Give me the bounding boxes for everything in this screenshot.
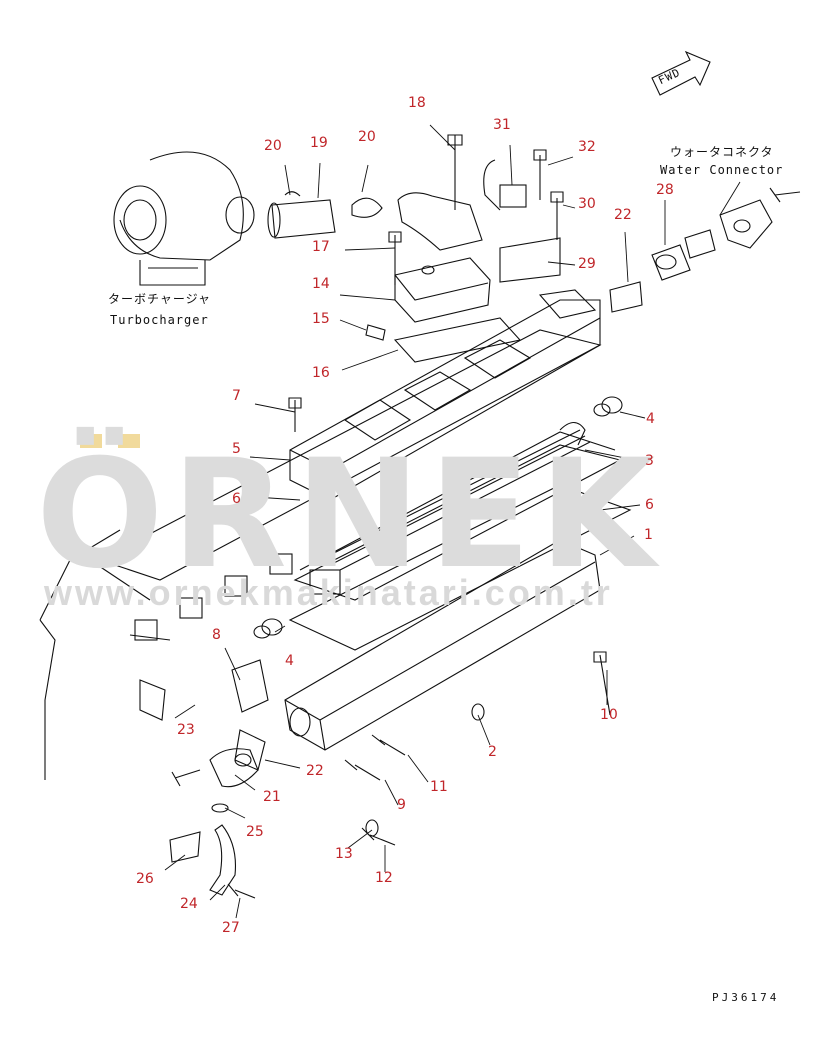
- engine-ports: [134, 553, 293, 641]
- water-connector: [609, 199, 773, 313]
- callout-9: 9: [397, 797, 406, 813]
- callout-10: 10: [600, 707, 618, 723]
- callout-6: 6: [645, 497, 654, 513]
- gasket-4-upper-b: [601, 396, 623, 414]
- callout-20: 20: [358, 129, 376, 145]
- elbow-cover-14: [394, 192, 491, 323]
- callout-13: 13: [335, 846, 353, 862]
- callout-4: 4: [285, 653, 294, 669]
- leader-lines: [164, 124, 741, 919]
- callout-8: 8: [212, 627, 221, 643]
- callout-28: 28: [656, 182, 674, 198]
- aftercooler-case-1: [284, 539, 601, 751]
- bolts: [171, 134, 801, 899]
- callout-7: 7: [232, 388, 241, 404]
- gasket-6: [98, 329, 602, 581]
- callout-20: 20: [264, 138, 282, 154]
- callout-29: 29: [578, 256, 596, 272]
- callout-26: 26: [136, 871, 154, 887]
- callout-18: 18: [408, 95, 426, 111]
- callout-24: 24: [180, 896, 198, 912]
- callout-23: 23: [177, 722, 195, 738]
- callout-16: 16: [312, 365, 330, 381]
- hose-19: [267, 191, 383, 239]
- callout-14: 14: [312, 276, 330, 292]
- fwd-arrow-icon: [651, 50, 711, 96]
- drawing-code: PJ36174: [712, 991, 780, 1004]
- callout-15: 15: [312, 311, 330, 327]
- callout-21: 21: [263, 789, 281, 805]
- turbocharger-part: [113, 151, 255, 286]
- callout-22: 22: [306, 763, 324, 779]
- callout-19: 19: [310, 135, 328, 151]
- gasket-4-lower-b: [261, 618, 283, 636]
- manifold-5: [289, 289, 601, 501]
- gasket-16: [393, 317, 522, 363]
- callout-32: 32: [578, 139, 596, 155]
- watermark-url: www.ornekmakinatari.com.tr: [44, 572, 613, 613]
- callout-25: 25: [246, 824, 264, 840]
- callout-22: 22: [614, 207, 632, 223]
- turbocharger-label-jp: ターボチャージャ: [108, 292, 212, 306]
- callout-6: 6: [232, 491, 241, 507]
- callout-3: 3: [645, 453, 654, 469]
- callout-5: 5: [232, 441, 241, 457]
- callout-11: 11: [430, 779, 448, 795]
- callout-30: 30: [578, 196, 596, 212]
- callout-2: 2: [488, 744, 497, 760]
- callout-4: 4: [646, 411, 655, 427]
- callout-12: 12: [375, 870, 393, 886]
- callout-1: 1: [644, 527, 653, 543]
- engine-block: [39, 529, 171, 780]
- turbocharger-label-en: Turbocharger: [110, 313, 209, 327]
- gasket-6-lower: [288, 484, 632, 651]
- watermark-brand: ÖRNEK: [36, 428, 664, 602]
- water-connector-label-jp: ウォータコネクタ: [670, 145, 774, 159]
- water-connector-label-en: Water Connector: [660, 163, 784, 177]
- callout-31: 31: [493, 117, 511, 133]
- callout-27: 27: [222, 920, 240, 936]
- cooler-core-3: [293, 421, 622, 601]
- watermark-accent: [80, 434, 140, 448]
- sensor-31: [483, 159, 561, 283]
- elbow-21-tube-24: [139, 659, 269, 896]
- callout-17: 17: [312, 239, 330, 255]
